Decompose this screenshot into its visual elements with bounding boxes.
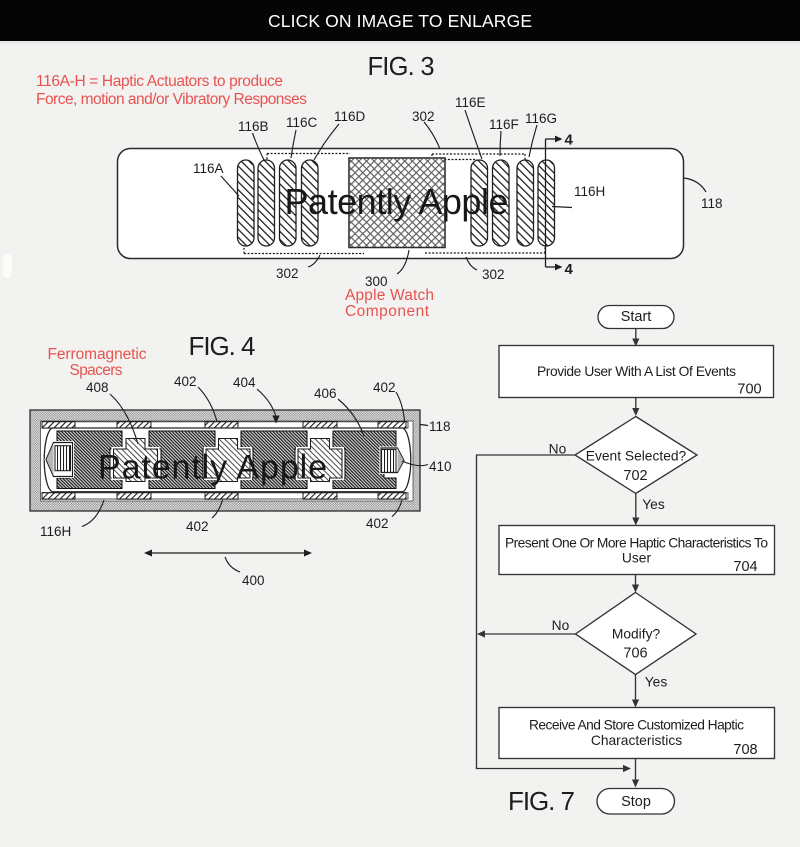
svg-text:404: 404 — [233, 375, 256, 390]
svg-text:No: No — [552, 618, 570, 633]
svg-text:302: 302 — [482, 267, 505, 282]
svg-text:702: 702 — [623, 468, 647, 484]
svg-text:Component: Component — [345, 303, 430, 320]
svg-text:116A-H = Haptic Actuators to p: 116A-H = Haptic Actuators to produce — [36, 73, 283, 90]
svg-text:116D: 116D — [334, 109, 366, 124]
svg-text:Yes: Yes — [642, 497, 665, 512]
svg-text:406: 406 — [314, 386, 337, 401]
svg-text:4: 4 — [565, 261, 574, 278]
svg-text:116H: 116H — [574, 184, 605, 199]
svg-text:Modify?: Modify? — [612, 627, 661, 642]
svg-text:FIG. 4: FIG. 4 — [189, 331, 256, 361]
svg-text:704: 704 — [733, 559, 757, 575]
svg-text:408: 408 — [86, 380, 109, 395]
svg-text:Patently Apple: Patently Apple — [285, 181, 509, 222]
svg-text:Receive And Store Customized H: Receive And Store Customized Haptic — [529, 718, 744, 733]
svg-text:116E: 116E — [455, 95, 486, 110]
svg-text:302: 302 — [412, 109, 435, 124]
svg-text:118: 118 — [701, 196, 723, 211]
svg-text:Patently Apple: Patently Apple — [98, 449, 327, 487]
svg-text:Present One Or More Haptic Cha: Present One Or More Haptic Characteristi… — [505, 536, 768, 551]
svg-text:402: 402 — [366, 516, 389, 531]
svg-text:300: 300 — [365, 274, 388, 289]
svg-text:Spacers: Spacers — [70, 362, 123, 379]
svg-text:User: User — [622, 551, 652, 566]
svg-text:116G: 116G — [525, 111, 557, 126]
svg-text:402: 402 — [186, 519, 209, 534]
svg-text:116C: 116C — [286, 115, 318, 130]
svg-text:Stop: Stop — [621, 794, 651, 810]
svg-text:4: 4 — [565, 132, 574, 149]
svg-text:Provide User With A List Of Ev: Provide User With A List Of Events — [537, 364, 736, 379]
svg-text:116B: 116B — [238, 119, 269, 134]
svg-text:No: No — [549, 442, 567, 457]
svg-text:302: 302 — [276, 266, 299, 281]
svg-text:118: 118 — [429, 419, 451, 434]
svg-text:Characteristics: Characteristics — [591, 733, 682, 748]
svg-text:Event Selected?: Event Selected? — [586, 449, 687, 464]
svg-text:116H: 116H — [40, 524, 71, 539]
svg-text:Force, motion and/or Vibratory: Force, motion and/or Vibratory Responses — [36, 91, 307, 108]
svg-text:700: 700 — [737, 382, 761, 398]
svg-text:400: 400 — [242, 573, 265, 588]
svg-text:116F: 116F — [489, 117, 519, 132]
svg-text:CLICK ON IMAGE TO ENLARGE: CLICK ON IMAGE TO ENLARGE — [268, 11, 532, 31]
svg-text:Start: Start — [621, 309, 652, 325]
svg-text:FIG. 7: FIG. 7 — [508, 786, 575, 816]
svg-text:402: 402 — [373, 380, 396, 395]
svg-text:Yes: Yes — [645, 675, 668, 690]
svg-text:706: 706 — [623, 646, 647, 662]
svg-text:116A: 116A — [193, 161, 224, 176]
svg-text:410: 410 — [429, 459, 452, 474]
svg-text:402: 402 — [174, 374, 197, 389]
svg-text:708: 708 — [733, 742, 757, 758]
svg-text:Apple Watch: Apple Watch — [345, 287, 434, 304]
svg-text:Ferromagnetic: Ferromagnetic — [48, 346, 147, 363]
svg-text:FIG. 3: FIG. 3 — [368, 53, 435, 81]
